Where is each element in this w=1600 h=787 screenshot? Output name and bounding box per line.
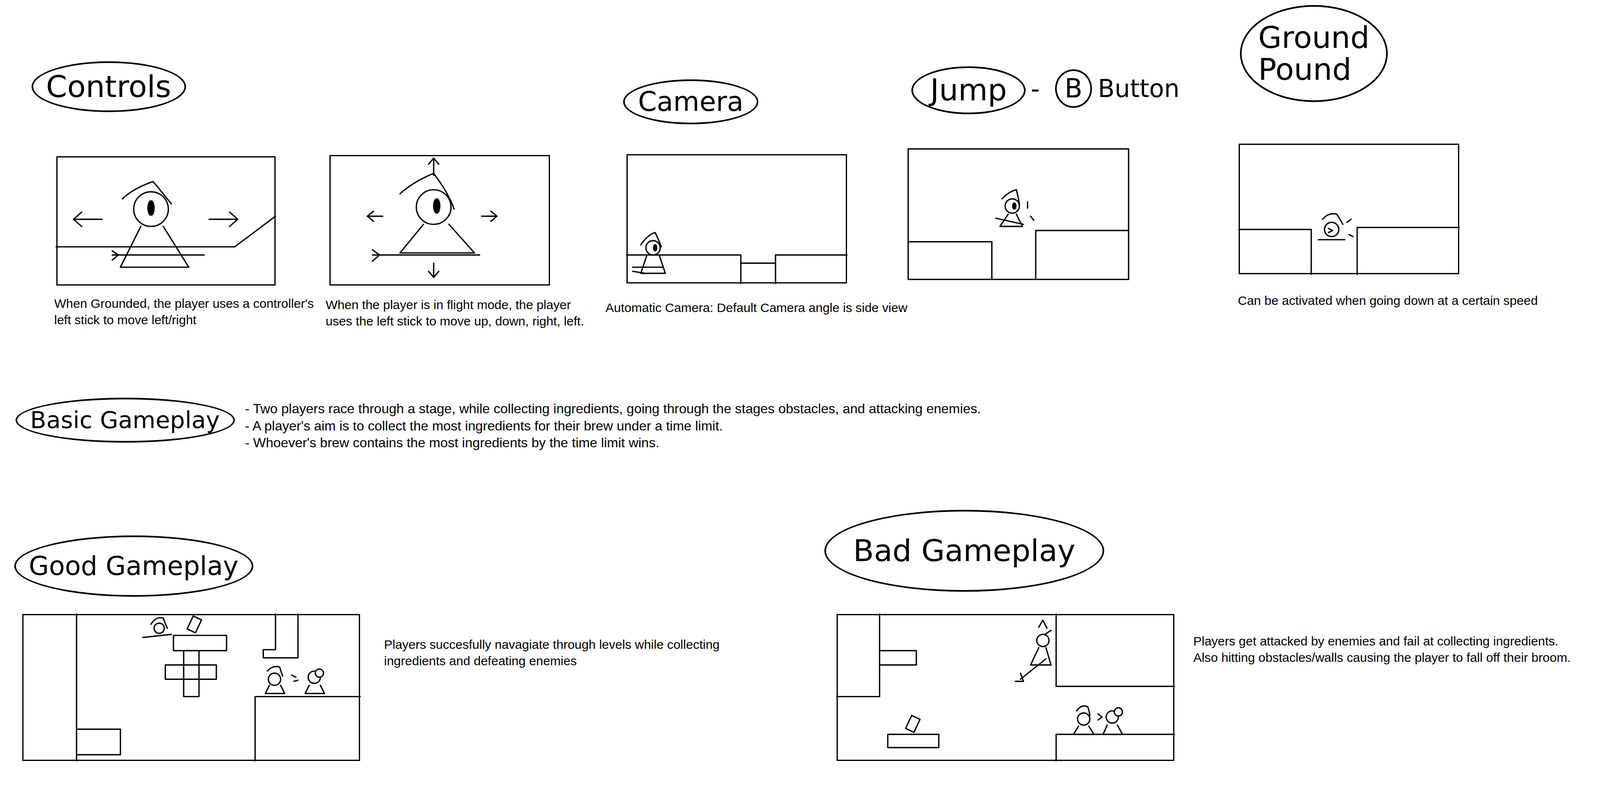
jump-scene xyxy=(907,149,1129,280)
storyboard-panel: Players get attacked by enemies and fail… xyxy=(836,614,1175,762)
heading-fragment: Button xyxy=(1097,74,1180,103)
heading-text: B xyxy=(1064,74,1083,103)
bad-gameplay-scene xyxy=(836,614,1175,762)
heading-text: Bad Gameplay xyxy=(853,535,1076,568)
heading-text: Basic Gameplay xyxy=(30,407,220,433)
ground-pound-scene xyxy=(1238,213,1460,275)
witch-grounded xyxy=(56,181,276,268)
bullet-note: - Two players race through a stage, whil… xyxy=(244,401,982,417)
heading-oval: Controls xyxy=(31,61,187,113)
heading-oval: Bad Gameplay xyxy=(824,510,1105,593)
good-gameplay-scene xyxy=(76,614,361,762)
heading-oval: Jump xyxy=(911,66,1026,115)
storyboard-panel: Can be activated when going down at a ce… xyxy=(1238,143,1460,275)
panel-caption: Players succesfully navagiate through le… xyxy=(384,636,775,670)
heading-oval: B xyxy=(1055,69,1093,108)
storyboard-panel: When the player is in flight mode, the p… xyxy=(329,155,550,286)
heading-fragment: - xyxy=(1030,73,1040,104)
storyboard-panel: Automatic Camera: Default Camera angle i… xyxy=(626,154,848,284)
heading-text: Ground Pound xyxy=(1258,21,1370,86)
panel-caption: Can be activated when going down at a ce… xyxy=(1237,292,1574,309)
heading-text: Camera xyxy=(637,87,744,116)
panel-caption: When the player is in flight mode, the p… xyxy=(325,296,591,330)
heading-oval: Good Gameplay xyxy=(14,535,254,598)
panel-caption: Players get attacked by enemies and fail… xyxy=(1193,633,1572,666)
heading-oval: Ground Pound xyxy=(1239,5,1388,103)
heading-oval: Camera xyxy=(623,79,759,125)
camera-scene xyxy=(626,232,848,284)
heading-text: Good Gameplay xyxy=(28,552,239,580)
heading-text: Controls xyxy=(46,71,172,103)
storyboard-panel: Players succesfully navagiate through le… xyxy=(22,614,361,762)
panel-caption: When Grounded, the player uses a control… xyxy=(54,295,324,329)
witch-flying xyxy=(367,157,497,278)
storyboard-panel: When Grounded, the player uses a control… xyxy=(56,156,276,286)
bullet-note: - Whoever's brew contains the most ingre… xyxy=(244,435,660,451)
heading-text: Jump xyxy=(930,74,1008,107)
panel-caption: Automatic Camera: Default Camera angle i… xyxy=(605,299,942,316)
heading-oval: Basic Gameplay xyxy=(15,397,235,443)
bullet-note: - A player's aim is to collect the most … xyxy=(244,418,723,435)
